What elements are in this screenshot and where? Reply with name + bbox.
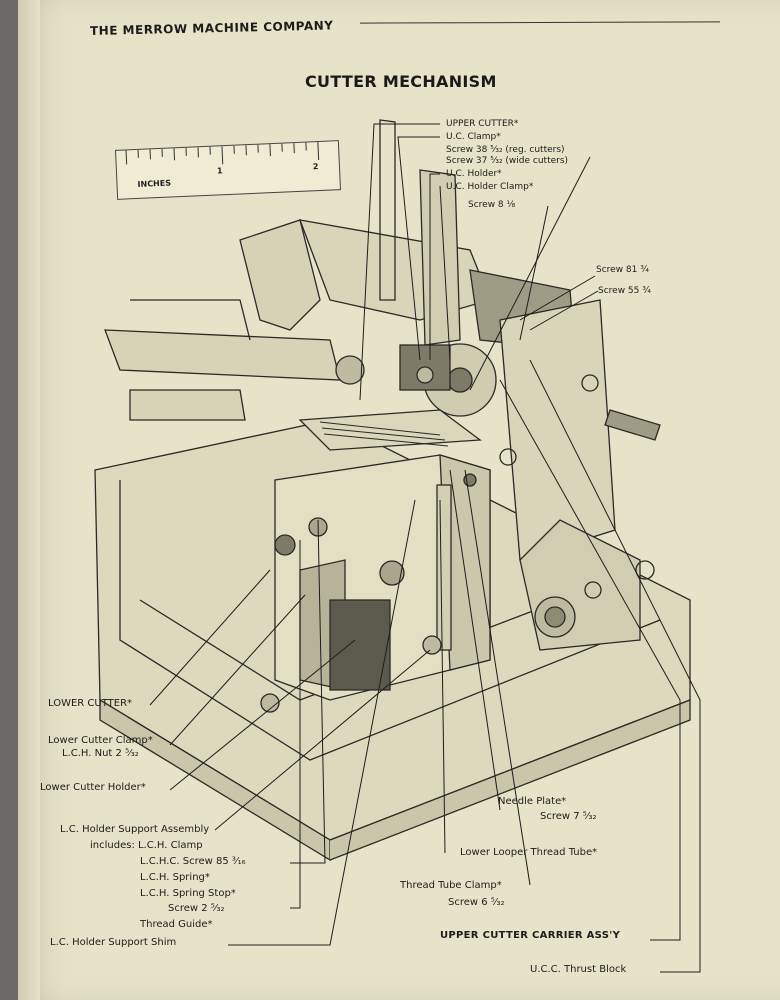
- label-upper-cutter-carrier: UPPER CUTTER CARRIER ASS'Y: [440, 930, 621, 941]
- label-lower-cutter-holder: Lower Cutter Holder*: [40, 782, 146, 793]
- label-lower-cutter: LOWER CUTTER*: [48, 698, 133, 709]
- label-ucc-thrust-block: U.C.C. Thrust Block: [530, 964, 627, 975]
- label-lc-holder-support-assembly: L.C. Holder Support Assembly: [60, 824, 210, 835]
- label-needle-plate: Needle Plate*: [498, 796, 567, 807]
- inch-ruler: INCHES 1 2: [115, 140, 341, 200]
- label-screw-8: Screw 8 ⅛: [468, 200, 516, 210]
- label-lower-looper-thread-tube: Lower Looper Thread Tube*: [460, 847, 598, 858]
- label-screw-81: Screw 81 ¾: [596, 265, 649, 275]
- ruler-ticks: [125, 142, 320, 165]
- label-lch-nut: L.C.H. Nut 2 ⁵⁄₃₂: [62, 748, 139, 759]
- label-thread-tube-clamp: Thread Tube Clamp*: [400, 880, 502, 891]
- label-thread-guide: Thread Guide*: [140, 919, 213, 930]
- label-lch-spring: L.C.H. Spring*: [140, 872, 210, 883]
- label-includes-lch-clamp: includes: L.C.H. Clamp: [90, 840, 203, 851]
- label-screw-7: Screw 7 ⁵⁄₃₂: [540, 811, 597, 822]
- page-title: CUTTER MECHANISM: [305, 72, 497, 91]
- label-uc-holder-clamp: U.C. Holder Clamp*: [446, 182, 534, 192]
- label-screw-37: Screw 37 ⁵⁄₃₂ (wide cutters): [446, 156, 569, 166]
- label-screw-38: Screw 38 ⁵⁄₃₂ (reg. cutters): [446, 145, 565, 155]
- label-screw-6: Screw 6 ⁵⁄₃₂: [448, 897, 505, 908]
- label-screw-55: Screw 55 ¾: [598, 286, 651, 296]
- label-lc-holder-support-shim: L.C. Holder Support Shim: [50, 937, 177, 948]
- label-screw-2: Screw 2 ⁵⁄₃₂: [168, 903, 225, 914]
- label-lch-spring-stop: L.C.H. Spring Stop*: [140, 888, 236, 899]
- label-lower-cutter-clamp: Lower Cutter Clamp*: [48, 735, 153, 746]
- page-edge-shadow: [18, 0, 40, 1000]
- label-uc-holder: U.C. Holder*: [446, 169, 502, 179]
- label-uc-clamp: U.C. Clamp*: [446, 132, 501, 142]
- label-lchc-screw: L.C.H.C. Screw 85 ³⁄₁₆: [140, 856, 246, 867]
- label-upper-cutter: UPPER CUTTER*: [446, 119, 519, 129]
